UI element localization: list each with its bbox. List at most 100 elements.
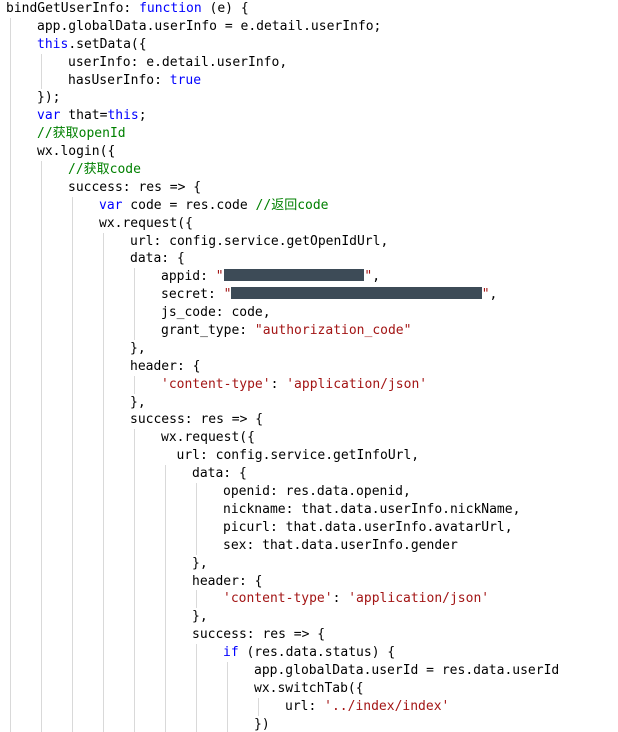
indent-guide	[10, 250, 11, 269]
indent-guide	[41, 465, 42, 484]
code-line: wx.switchTab({	[0, 679, 618, 698]
indent-guide	[165, 644, 166, 662]
indent-guide	[41, 71, 42, 90]
code-token: that=	[60, 108, 108, 124]
indent-guide	[41, 339, 42, 358]
indent-guide	[10, 393, 11, 412]
indent-guide	[103, 447, 104, 466]
code-line: url: config.service.getOpenIdUrl,	[0, 232, 618, 251]
code-text: app.globalData.userId = res.data.userId	[254, 663, 559, 678]
indent-guide	[72, 322, 73, 340]
indent-guide	[196, 697, 197, 716]
indent-guide	[196, 483, 197, 501]
code-line: js_code: code,	[0, 304, 618, 323]
code-token: },	[192, 555, 208, 571]
code-line: app.globalData.userInfo = e.detail.userI…	[0, 17, 618, 36]
code-token: grant_type:	[161, 323, 255, 339]
indent-guide	[41, 554, 42, 573]
indent-guide	[10, 89, 11, 108]
indent-guide	[72, 393, 73, 412]
indent-guide	[103, 411, 104, 430]
indent-guide	[10, 465, 11, 484]
code-token: secret:	[161, 287, 224, 303]
code-token: header: {	[130, 358, 201, 374]
code-token: :	[332, 591, 349, 607]
indent-guide	[103, 608, 104, 627]
indent-guide	[72, 661, 73, 680]
indent-guide	[72, 429, 73, 448]
code-token: (res.data.status) {	[238, 645, 396, 661]
indent-guide	[72, 644, 73, 662]
indent-guide	[134, 304, 135, 323]
code-line: this.setData({	[0, 35, 618, 54]
keyword-token: this	[37, 36, 69, 52]
code-line: wx.login({	[0, 143, 618, 162]
comment-token: //获取openId	[37, 126, 126, 142]
indent-guide	[41, 357, 42, 376]
code-token: app.globalData.userId = res.data.userId	[254, 662, 560, 678]
code-text: var code = res.code //返回code	[99, 198, 329, 213]
indent-guide	[10, 679, 11, 698]
indent-guide	[103, 250, 104, 269]
code-text: data: {	[192, 466, 247, 481]
indent-guide	[72, 339, 73, 358]
code-token: url: config.service.getInfoUrl,	[176, 448, 420, 464]
indent-guide	[72, 250, 73, 269]
code-text: picurl: that.data.userInfo.avatarUrl,	[223, 520, 513, 535]
code-text: })	[254, 717, 270, 732]
code-line: url: '../index/index'	[0, 697, 618, 716]
indent-guide	[41, 178, 42, 197]
code-token: wx.switchTab({	[254, 680, 364, 696]
indent-guide	[41, 375, 42, 394]
indent-guide	[72, 196, 73, 215]
string-token: 'content-type'	[161, 376, 271, 392]
code-text: wx.login({	[37, 144, 115, 159]
code-line: //获取code	[0, 161, 618, 179]
indent-guide	[103, 268, 104, 287]
code-token: ,	[489, 287, 498, 303]
indent-guide	[103, 679, 104, 698]
indent-guide	[196, 715, 197, 732]
code-line: url: config.service.getInfoUrl,	[0, 447, 618, 466]
indent-guide	[41, 304, 42, 323]
indent-guide	[165, 554, 166, 573]
code-text: hasUserInfo: true	[68, 73, 201, 88]
indent-guide	[10, 339, 11, 358]
indent-guide	[134, 286, 135, 305]
indent-guide	[10, 357, 11, 376]
code-line: success: res => {	[0, 178, 618, 197]
indent-guide	[10, 178, 11, 197]
code-line: })	[0, 715, 618, 732]
code-token: sex: that.data.userInfo.gender	[223, 537, 458, 553]
indent-guide	[10, 268, 11, 287]
code-text: js_code: code,	[161, 305, 271, 320]
code-token: });	[37, 90, 61, 106]
indent-guide	[103, 554, 104, 573]
code-text: header: {	[192, 574, 262, 589]
indent-guide	[165, 536, 166, 555]
code-text: success: res => {	[68, 180, 201, 195]
indent-guide	[196, 590, 197, 609]
indent-guide	[41, 590, 42, 609]
indent-guide	[10, 196, 11, 215]
code-line: userInfo: e.detail.userInfo,	[0, 53, 618, 72]
indent-guide	[103, 429, 104, 448]
code-text: userInfo: e.detail.userInfo,	[68, 55, 287, 70]
string-token: "authorization_code"	[254, 323, 412, 339]
indent-guide	[134, 322, 135, 340]
code-token: :	[270, 376, 287, 392]
keyword-token: true	[169, 72, 202, 88]
indent-guide	[134, 715, 135, 732]
indent-guide	[10, 429, 11, 448]
indent-guide	[103, 286, 104, 305]
indent-guide	[103, 644, 104, 662]
indent-guide	[134, 536, 135, 555]
indent-guide	[72, 536, 73, 555]
indent-guide	[41, 393, 42, 412]
keyword-token: var	[37, 108, 61, 124]
code-line: },	[0, 339, 618, 358]
indent-guide	[227, 661, 228, 680]
code-line: header: {	[0, 572, 618, 591]
indent-guide	[227, 679, 228, 698]
